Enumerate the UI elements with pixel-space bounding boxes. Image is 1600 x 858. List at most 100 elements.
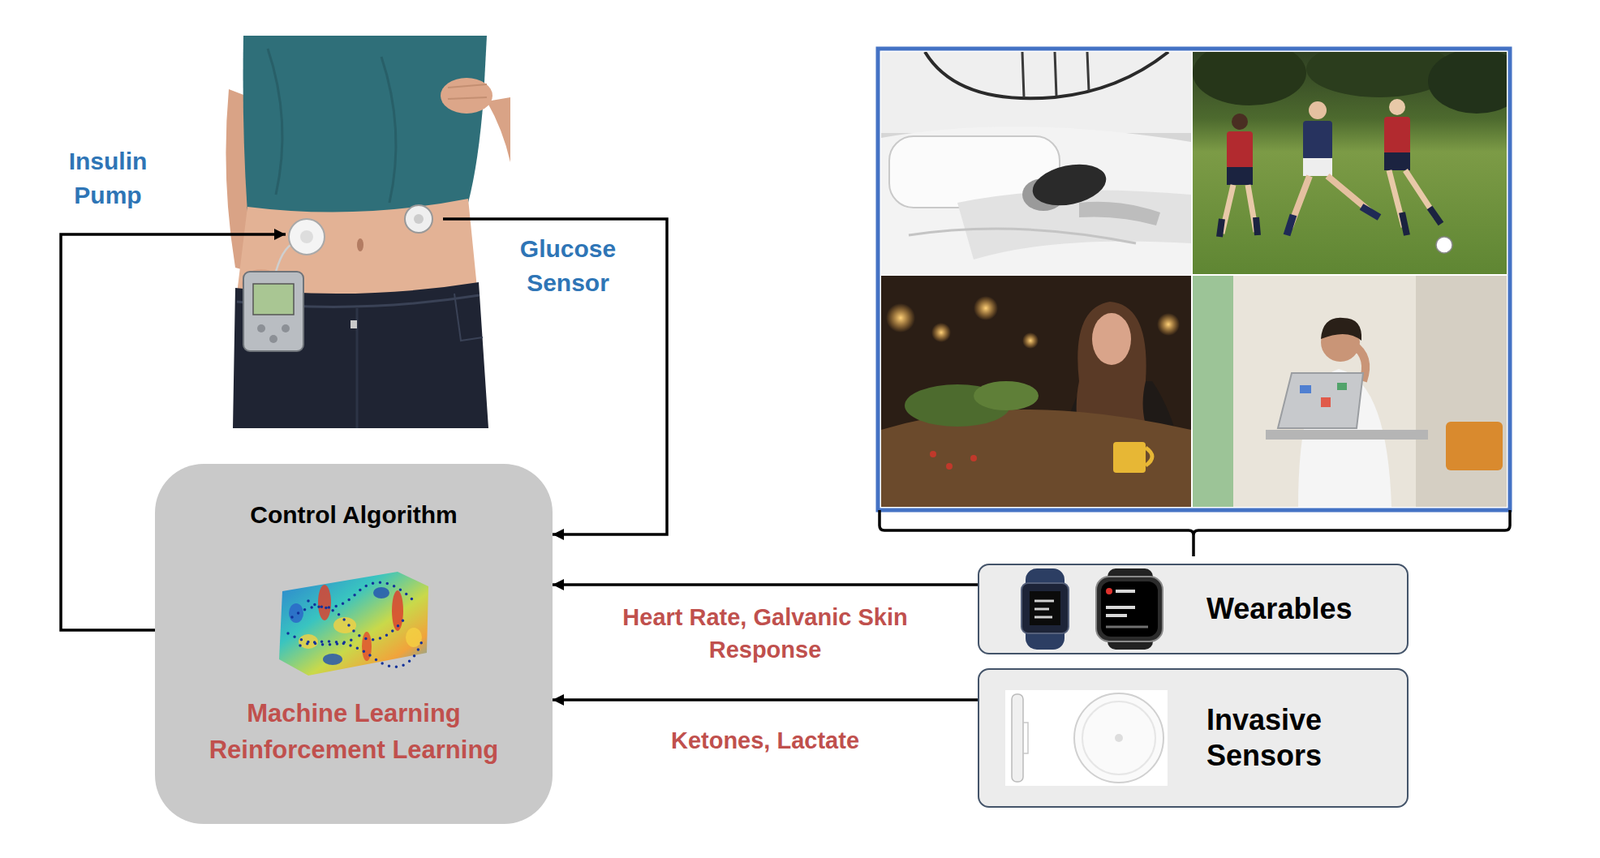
signal-label-text: Heart Rate, Galvanic Skin Response <box>570 601 960 667</box>
stress-photo <box>1320 397 1331 408</box>
torso-photo <box>440 77 493 114</box>
group-bracket <box>879 510 1510 557</box>
stress-photo <box>1299 385 1312 394</box>
component-label: Insulin Pump <box>47 144 169 213</box>
sleep-photo <box>881 51 1192 134</box>
meal-photo <box>946 463 953 470</box>
torso-photo <box>232 282 489 429</box>
torso-photo <box>413 214 424 224</box>
surface-plot <box>322 653 343 666</box>
wearable-icons <box>1025 568 1065 650</box>
torso-photo <box>243 35 487 217</box>
torso-photo <box>454 293 483 341</box>
wearable-icons <box>1105 588 1113 595</box>
sport-photo <box>1221 184 1256 234</box>
sport-photo <box>1219 217 1258 237</box>
wearable-icons <box>1105 591 1136 616</box>
photo-grid <box>877 48 1510 511</box>
sport-photo <box>1436 236 1453 254</box>
wearable-icons <box>1034 601 1054 618</box>
sport-photo <box>1226 167 1253 185</box>
meal-photo <box>881 275 1192 508</box>
surface-plot <box>288 603 304 624</box>
surface-plot <box>373 587 390 599</box>
meal-photo <box>931 322 951 343</box>
component-label-text: Insulin Pump <box>47 144 169 213</box>
sport-photo <box>1286 206 1380 236</box>
component-label: Glucose Sensor <box>494 232 641 301</box>
torso-photo <box>356 238 364 252</box>
torso-photo <box>300 230 314 244</box>
node-title: Control Algorithm <box>249 500 458 530</box>
sleep-photo <box>881 51 1192 275</box>
sport-photo <box>1389 170 1437 228</box>
device-box: Wearables <box>977 563 1409 655</box>
sleep-photo <box>1079 202 1161 226</box>
stress-photo <box>1192 275 1507 508</box>
torso-photo <box>253 283 294 315</box>
sport-photo <box>1308 101 1327 120</box>
torso-photo <box>350 320 357 329</box>
surface-plot <box>279 572 429 676</box>
sleep-photo <box>1022 51 1089 98</box>
meal-photo <box>1156 313 1180 336</box>
sport-photo <box>1402 207 1441 236</box>
meal-photo <box>1022 332 1039 349</box>
stress-photo <box>1192 275 1507 508</box>
sport-photo <box>1427 51 1507 114</box>
signal-arrow <box>552 583 978 587</box>
sport-photo <box>1226 131 1253 169</box>
stress-photo <box>1320 318 1362 341</box>
sleep-photo <box>908 228 1136 244</box>
torso-photo <box>243 271 304 352</box>
stress-photo <box>1265 430 1428 440</box>
sensor-icons <box>1114 734 1123 743</box>
wearable-icons <box>1096 576 1163 642</box>
meal-photo <box>881 275 1192 508</box>
meal-photo <box>1145 447 1153 466</box>
meal-photo <box>1113 442 1146 474</box>
meal-photo <box>1092 313 1132 366</box>
meal-photo <box>973 296 998 321</box>
sleep-photo <box>924 51 1169 99</box>
signal-label: Ketones, Lactate <box>570 724 960 757</box>
stress-photo <box>1337 382 1347 391</box>
signal-label-text: Ketones, Lactate <box>570 724 960 757</box>
sensor-icons <box>1005 690 1168 787</box>
torso-photo <box>381 56 396 203</box>
component-label-text: Glucose Sensor <box>494 232 641 301</box>
sport-photo <box>1303 120 1333 160</box>
node-title: Invasive Sensors <box>1206 702 1394 775</box>
signal-label: Heart Rate, Galvanic Skin Response <box>570 601 960 667</box>
device-box: Invasive Sensors <box>977 668 1409 809</box>
wearable-icons <box>1101 581 1158 637</box>
surface-plot <box>405 627 422 648</box>
meal-photo <box>929 451 937 458</box>
wearable-icons <box>1105 626 1149 629</box>
stress-photo <box>1445 421 1503 471</box>
control-box: Control Algorithm Machine Learning Reinf… <box>154 464 553 825</box>
connector-group <box>552 584 978 701</box>
surface-plot <box>275 568 432 680</box>
wearable-icons <box>1005 568 1168 650</box>
sleep-photo <box>881 126 1192 275</box>
node-title: Wearables <box>1206 591 1394 628</box>
sensor-icons <box>1005 690 1168 787</box>
sensor-icons <box>1011 694 1024 783</box>
node-body: Machine Learning Reinforcement Learning <box>167 695 541 769</box>
stress-photo <box>1415 275 1507 508</box>
sport-photo <box>1231 113 1248 130</box>
meal-photo <box>881 409 1192 508</box>
torso-photo <box>224 35 511 429</box>
torso-photo <box>486 97 511 163</box>
surface-plot <box>318 584 332 621</box>
stress-photo <box>1192 275 1234 508</box>
torso-photo <box>288 219 325 255</box>
meal-photo <box>970 455 977 462</box>
wearable-icons <box>1029 591 1061 626</box>
sport-photo <box>1384 152 1411 171</box>
meal-photo <box>973 381 1039 411</box>
torso-photo <box>269 335 278 344</box>
sleep-photo <box>881 51 1192 275</box>
